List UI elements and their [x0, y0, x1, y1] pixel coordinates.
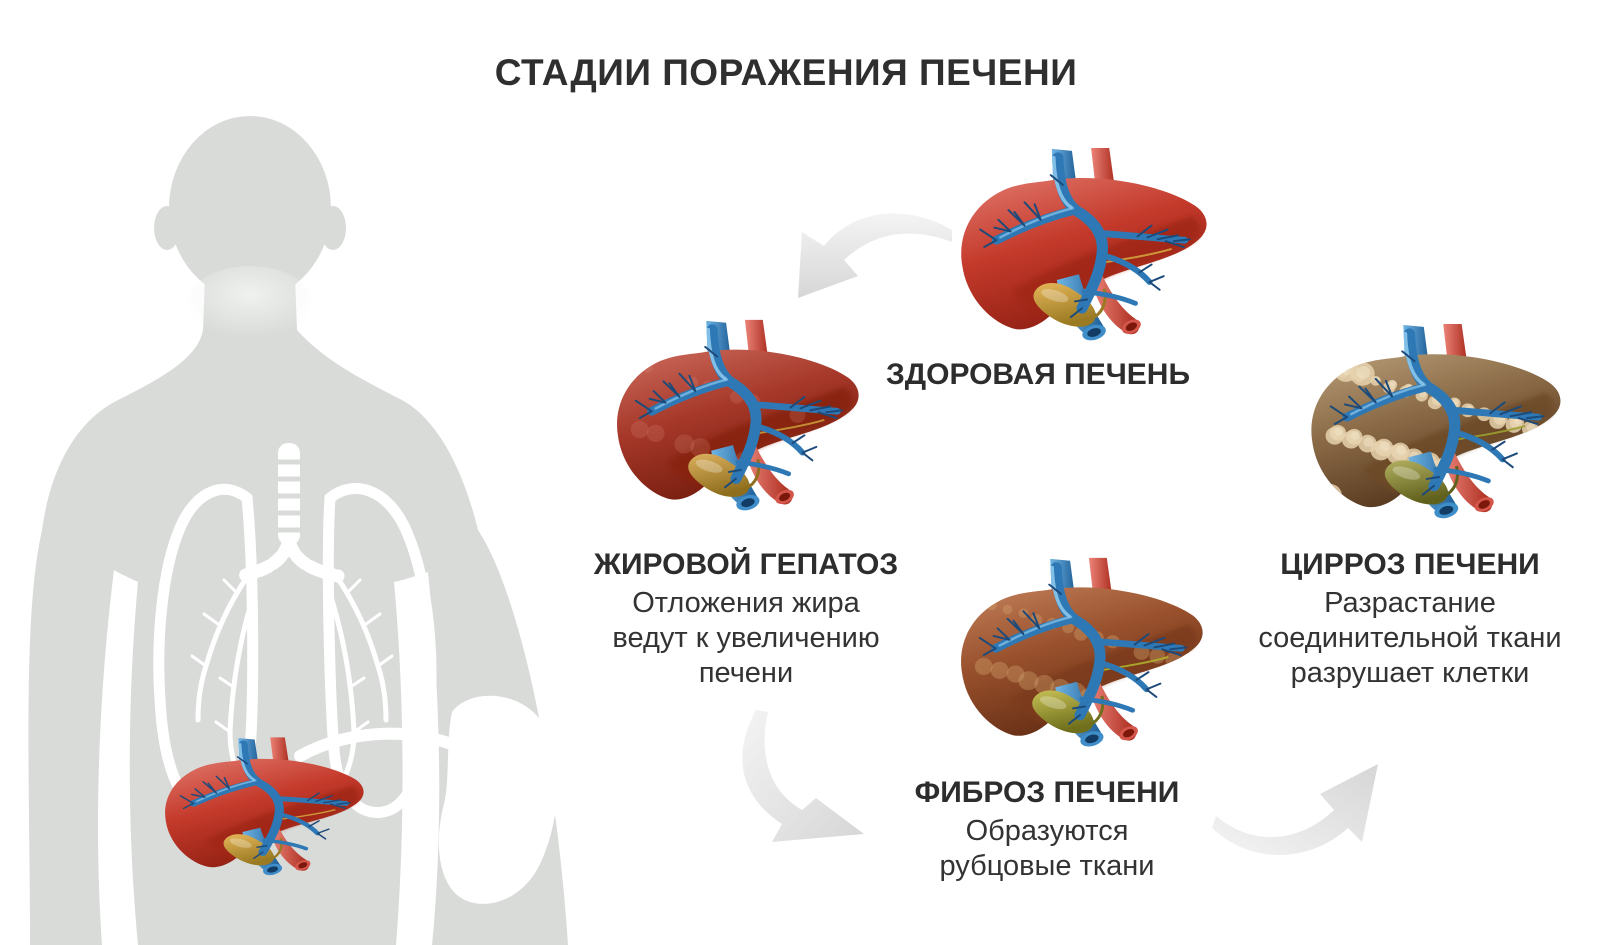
description-line: разрушает клетки [1290, 657, 1530, 689]
description-line: соединительной ткани [1258, 622, 1562, 654]
stomach-icon [438, 695, 558, 904]
arrow-healthy-to-fatty [798, 213, 952, 298]
stage-block-fatty: ЖИРОВОЙ ГЕПАТОЗ Отложения жира ведут к у… [546, 548, 946, 691]
page-title: СТАДИИ ПОРАЖЕНИЯ ПЕЧЕНИ [494, 52, 1078, 93]
liver-in-body-illustration [156, 736, 368, 882]
stage-description-cirrhosis: Разрастание соединительной ткани разруша… [1214, 586, 1600, 691]
description-line: печени [698, 657, 794, 689]
fibrosis-liver-illustration [950, 556, 1208, 756]
description-line: ведут к увеличению [612, 622, 880, 654]
description-line: Образуются [965, 815, 1129, 847]
stage-description-fatty: Отложения жира ведут к увеличению печени [546, 586, 946, 691]
fatty-liver-illustration [606, 318, 864, 520]
stage-label-fibrosis: ФИБРОЗ ПЕЧЕНИ [914, 776, 1180, 809]
stage-label-cirrhosis: ЦИРРОЗ ПЕЧЕНИ [1280, 548, 1540, 581]
stage-label-fatty: ЖИРОВОЙ ГЕПАТОЗ [593, 548, 899, 581]
healthy-liver-illustration [950, 146, 1212, 350]
stage-description-fibrosis: Образуются рубцовые ткани [847, 814, 1247, 884]
stage-label-healthy: ЗДОРОВАЯ ПЕЧЕНЬ [885, 358, 1191, 391]
description-line: Разрастание [1324, 587, 1496, 619]
cirrhosis-liver-illustration [1300, 322, 1566, 528]
description-line: Отложения жира [632, 587, 860, 619]
arrow-fibrosis-to-cirrhosis [1212, 764, 1378, 855]
human-silhouette [28, 116, 569, 945]
stage-block-healthy: ЗДОРОВАЯ ПЕЧЕНЬ [858, 358, 1218, 392]
arrow-fatty-to-fibrosis [742, 710, 864, 842]
stage-block-fibrosis: ФИБРОЗ ПЕЧЕНИ Образуются рубцовые ткани [847, 776, 1247, 884]
stage-block-cirrhosis: ЦИРРОЗ ПЕЧЕНИ Разрастание соединительной… [1214, 548, 1600, 691]
description-line: рубцовые ткани [939, 850, 1155, 882]
